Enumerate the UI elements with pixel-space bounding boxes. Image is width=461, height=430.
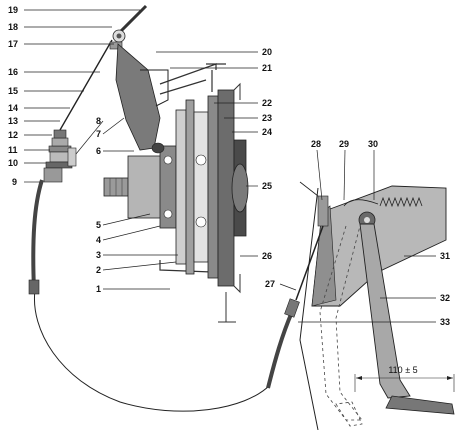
callout-25: 25 (262, 181, 272, 191)
pedal-arm (359, 223, 411, 399)
return-spring (343, 196, 423, 208)
sheath-ferrule-right (284, 298, 300, 318)
callout-14: 14 (8, 103, 18, 113)
callout-32: 32 (440, 293, 450, 303)
callout-28: 28 (311, 139, 321, 149)
callout-19: 19 (8, 5, 18, 15)
callout-26: 26 (262, 251, 272, 261)
sheath-ferrule-left (28, 279, 40, 295)
release-fork (115, 43, 161, 151)
pedal-travel-dimension (354, 374, 455, 392)
firewall-edge (299, 181, 319, 197)
pedal-arm-depressed (319, 225, 363, 421)
callout-7: 7 (96, 129, 101, 139)
engine-housing (218, 82, 241, 323)
pedal-travel-label: 110 ± 5 (388, 365, 417, 375)
callout-29: 29 (339, 139, 349, 149)
pivot-ball (151, 142, 165, 154)
callout-23: 23 (262, 113, 272, 123)
pedal-pivot-center (364, 217, 370, 223)
pedal-rod (295, 225, 324, 301)
fork-bracket (140, 69, 169, 107)
callout-10: 10 (8, 158, 18, 168)
callout-16: 16 (8, 67, 18, 77)
callout-5: 5 (96, 220, 101, 230)
callout-8: 8 (96, 116, 101, 126)
cable-adjuster-assembly (43, 129, 77, 183)
callout-1: 1 (96, 284, 101, 294)
pedal-clevis (317, 195, 329, 227)
callout-3: 3 (96, 250, 101, 260)
cable-sheath-right (266, 311, 294, 389)
flywheel-hub (231, 163, 249, 213)
callout-31: 31 (440, 251, 450, 261)
cable-loop (33, 289, 271, 412)
callout-24: 24 (262, 127, 272, 137)
callout-4: 4 (96, 235, 101, 245)
callout-27: 27 (265, 279, 275, 289)
callout-2: 2 (96, 265, 101, 275)
callout-11: 11 (8, 145, 18, 155)
callout-33: 33 (440, 317, 450, 327)
pedal-pad-depressed (335, 401, 363, 427)
cable-sheath-left (31, 179, 44, 291)
clutch-pressure-plate (175, 89, 235, 287)
bearing-ball-top (163, 155, 173, 165)
callout-18: 18 (8, 22, 18, 32)
firewall (299, 187, 319, 430)
callout-15: 15 (8, 86, 18, 96)
callout-6: 6 (96, 146, 101, 156)
callout-20: 20 (262, 47, 272, 57)
guide-tube (127, 155, 165, 219)
pedal-pad (385, 395, 455, 415)
inner-cable (59, 39, 113, 131)
callout-21: 21 (262, 63, 272, 73)
callout-labels: 19 18 17 16 15 14 13 12 11 10 9 8 7 6 5 … (8, 5, 450, 327)
callout-9: 9 (12, 177, 17, 187)
bearing-ball-bottom (163, 209, 173, 219)
callout-22: 22 (262, 98, 272, 108)
callout-17: 17 (8, 39, 18, 49)
callout-12: 12 (8, 130, 18, 140)
leader-lines (24, 9, 436, 323)
callout-13: 13 (8, 116, 18, 126)
callout-30: 30 (368, 139, 378, 149)
release-lever-top (109, 4, 148, 50)
